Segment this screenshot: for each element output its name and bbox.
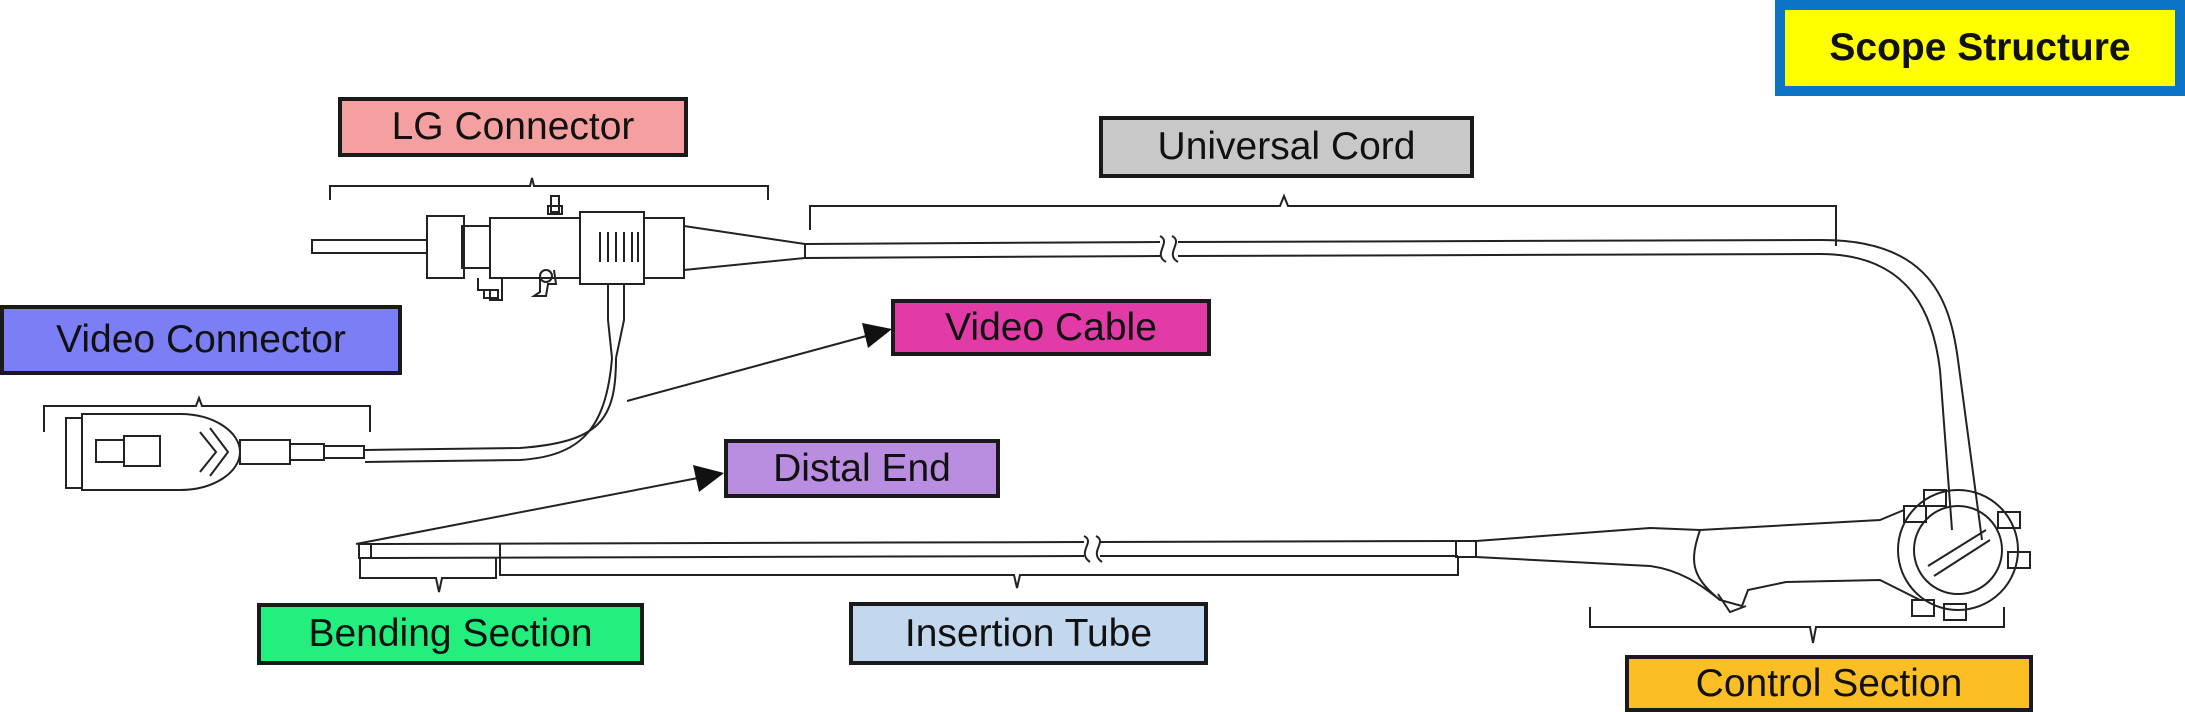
universal-cord (804, 235, 1983, 541)
distal-end-arrow (355, 477, 699, 545)
lg-taper (683, 225, 806, 271)
lg-connector-label: LG Connector (338, 97, 688, 157)
diagram-title: Scope Structure (1785, 10, 2175, 86)
video-cable-arrow (626, 334, 871, 402)
insertion-tube-label: Insertion Tube (849, 602, 1208, 665)
distal-end-arrowhead (693, 465, 724, 492)
insertion-tube-bracket (499, 558, 1459, 589)
video-connector-label: Video Connector (0, 305, 402, 375)
lg-connector-body (311, 195, 685, 301)
distal-end-label: Distal End (724, 439, 1000, 498)
bending-section-bracket (359, 558, 497, 593)
control-section-bracket (1589, 607, 2005, 644)
video-cable-label: Video Cable (891, 299, 1211, 356)
universal-cord-label: Universal Cord (1099, 116, 1474, 178)
bending-section-label: Bending Section (257, 603, 644, 665)
control-section-body (1475, 489, 2031, 621)
video-cable-arrowhead (862, 323, 892, 348)
scope-structure-title-box: Scope Structure (1775, 0, 2185, 96)
universal-cord-bracket (809, 193, 1837, 246)
video-connector-body (65, 413, 365, 491)
video-cable (364, 283, 625, 463)
control-section-label: Control Section (1625, 655, 2033, 712)
lg-connector-bracket (329, 177, 769, 200)
insertion-tube (358, 535, 1477, 563)
video-connector-bracket (43, 395, 371, 432)
